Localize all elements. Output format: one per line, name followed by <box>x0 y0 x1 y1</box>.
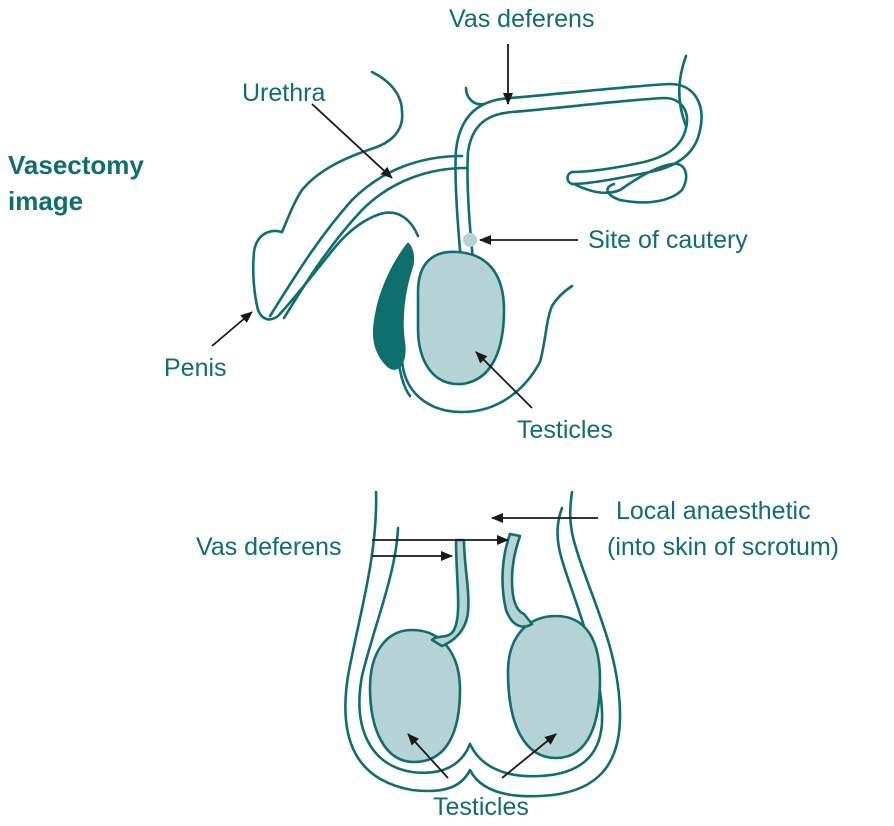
testicle-side <box>418 252 504 384</box>
diagram-title: Vasectomy image <box>8 147 188 219</box>
label-vas-deferens-side: Vas deferens <box>449 5 594 34</box>
arrow-urethra <box>312 104 392 178</box>
rear-contour-right <box>679 56 686 126</box>
front-view <box>345 492 620 796</box>
vas-deferens-end <box>568 172 573 184</box>
rear-contour-top <box>466 88 484 104</box>
vas-deferens-front-right <box>503 534 532 627</box>
label-site-of-cautery: Site of cautery <box>588 226 748 255</box>
label-testicles-front: Testicles <box>433 793 529 822</box>
arrow-penis <box>212 312 252 346</box>
label-local-anaesthetic: Local anaesthetic <box>616 497 811 526</box>
label-testicles-side: Testicles <box>517 416 613 445</box>
label-into-skin-of-scrotum: (into skin of scrotum) <box>607 533 839 562</box>
label-urethra: Urethra <box>242 79 325 108</box>
label-penis: Penis <box>164 354 227 383</box>
label-vas-deferens-front: Vas deferens <box>196 533 341 562</box>
dark-skin-shading <box>374 244 413 369</box>
cautery-site-dot <box>463 233 477 247</box>
